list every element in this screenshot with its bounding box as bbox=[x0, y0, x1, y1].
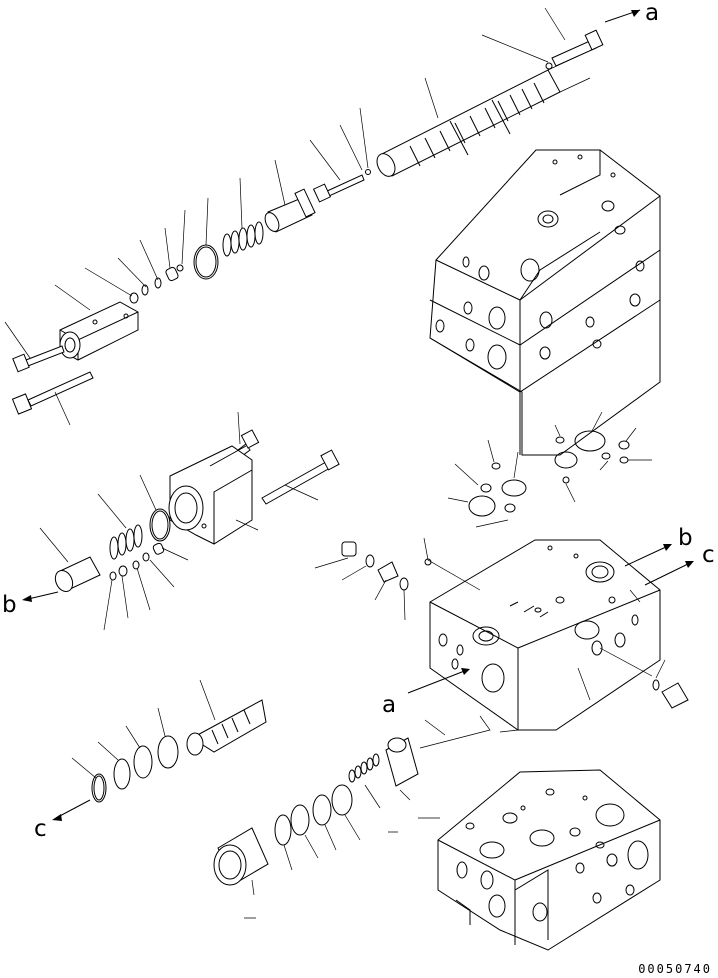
valve-block-lower bbox=[437, 769, 661, 951]
spool-assembly-top: a bbox=[4, 0, 659, 426]
middle-cover-assembly: b bbox=[2, 411, 340, 631]
plug-right bbox=[661, 682, 689, 709]
flow-ref-b-left: b bbox=[2, 592, 17, 618]
main-spool bbox=[376, 54, 591, 177]
small-seals-top bbox=[129, 264, 184, 304]
flow-ref-c-left: c bbox=[34, 816, 47, 842]
flow-ref-a-mid: a bbox=[382, 692, 396, 718]
spring-cap-housing bbox=[59, 301, 139, 361]
o-ring-cluster bbox=[447, 411, 652, 528]
valve-block-upper bbox=[429, 149, 661, 456]
piston bbox=[264, 188, 316, 233]
flow-ref-b-right: b bbox=[678, 525, 693, 551]
spring-set bbox=[222, 221, 264, 257]
check-valve-assembly bbox=[213, 715, 491, 919]
flow-ref-c-right: c bbox=[702, 542, 715, 568]
cap-bolt-long bbox=[11, 371, 94, 415]
cap-bolt-short bbox=[12, 345, 65, 373]
part-code: 00050740 bbox=[638, 962, 712, 976]
flow-arrow-a-top: a bbox=[604, 0, 659, 26]
flow-ref-a-top: a bbox=[645, 0, 659, 26]
spool-end-bolt bbox=[545, 29, 604, 70]
plug-left bbox=[341, 541, 357, 557]
o-ring-top bbox=[193, 244, 219, 280]
relief-valve-assembly: c bbox=[34, 679, 267, 842]
stopper-pin bbox=[312, 169, 371, 203]
valve-block-center: b c a bbox=[314, 525, 715, 736]
